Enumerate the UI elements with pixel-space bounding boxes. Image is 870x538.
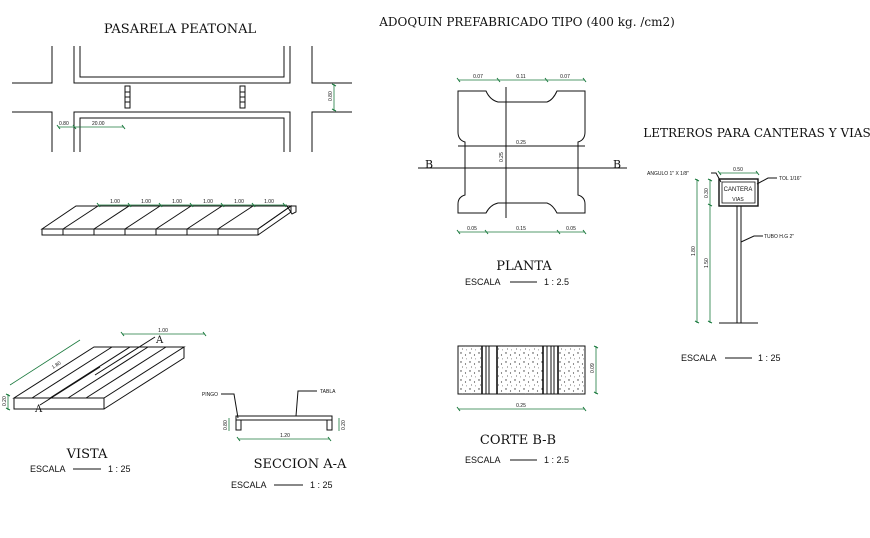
dim-corte-width: 0.25 <box>516 403 526 409</box>
seccion-drawing <box>221 390 340 442</box>
dim-plan-a: 0.80 <box>59 121 69 127</box>
svg-text:ESCALA: ESCALA <box>465 455 501 465</box>
title-vista: VISTA <box>66 447 108 462</box>
dim-pole-height: 1.50 <box>704 258 710 268</box>
title-planta: PLANTA <box>496 259 552 274</box>
planta-drawing <box>418 77 627 235</box>
dim-plan-v: 0.80 <box>328 91 334 101</box>
dim-seccion-right: 0.20 <box>341 420 347 430</box>
dim-plan-b: 20.00 <box>92 121 105 127</box>
seg-6: 1.00 <box>264 199 274 205</box>
svg-text:ESCALA: ESCALA <box>681 353 717 363</box>
dim-total-height: 1.80 <box>691 246 697 256</box>
seg-1: 1.00 <box>110 199 120 205</box>
dim-vista-width: 1.00 <box>158 328 168 334</box>
title-letreros: LETREROS PARA CANTERAS Y VIAS <box>643 126 870 140</box>
svg-text:1 : 2.5: 1 : 2.5 <box>544 455 569 465</box>
dim-sign-height: 0.30 <box>704 188 710 198</box>
dim-planta-bottom-1: 0.05 <box>467 226 477 232</box>
svg-text:1 : 2.5: 1 : 2.5 <box>544 277 569 287</box>
cut-mark-b-right: B <box>613 158 621 171</box>
sign-text-bottom: VIAS <box>732 197 744 203</box>
dim-planta-top-1: 0.07 <box>473 74 483 80</box>
label-tubo: TUBO H.G 2" <box>764 234 794 240</box>
svg-text:1 : 25: 1 : 25 <box>108 464 131 474</box>
dim-planta-bottom-3: 0.05 <box>566 226 576 232</box>
dim-planta-horizontal: 0.25 <box>516 140 526 146</box>
cut-mark-b-left: B <box>425 158 433 171</box>
svg-text:ESCALA: ESCALA <box>30 464 66 474</box>
title-pasarela: PASARELA PEATONAL <box>104 22 257 37</box>
corte-drawing <box>456 345 599 412</box>
letrero-drawing <box>694 170 777 324</box>
vista-drawing <box>5 331 207 411</box>
dim-planta-vertical: 0.25 <box>499 152 505 162</box>
dim-seccion-width: 1.20 <box>280 433 290 439</box>
dim-vista-length: 1.80 <box>51 360 63 370</box>
scale-letreros: ESCALA 1 : 25 <box>681 353 781 363</box>
svg-text:1 : 25: 1 : 25 <box>758 353 781 363</box>
scale-planta: ESCALA 1 : 2.5 <box>465 277 569 287</box>
label-tol: TOL 1/16" <box>779 176 802 182</box>
section-mark-a-bottom: A <box>34 404 43 415</box>
title-corte: CORTE B-B <box>480 433 556 448</box>
dim-planta-top-2: 0.11 <box>516 74 526 80</box>
label-angulo: ANGULO 1" X 1/8" <box>647 171 689 177</box>
seg-5: 1.00 <box>234 199 244 205</box>
svg-text:1 : 25: 1 : 25 <box>310 480 333 490</box>
dim-corte-height: 0.09 <box>590 363 596 373</box>
label-tabla: TABLA <box>320 389 336 395</box>
label-pingo: PINGO <box>202 392 218 398</box>
scale-corte: ESCALA 1 : 2.5 <box>465 455 569 465</box>
scale-vista: ESCALA 1 : 25 <box>30 464 131 474</box>
pasarela-elevation <box>40 202 297 236</box>
sign-text-top: CANTERA <box>724 187 753 193</box>
dim-planta-bottom-2: 0.15 <box>516 226 526 232</box>
section-mark-a-top: A <box>155 335 164 346</box>
scale-seccion: ESCALA 1 : 25 <box>231 480 333 490</box>
pasarela-plan <box>12 46 352 152</box>
dim-vista-height: 0.20 <box>2 396 8 406</box>
title-seccion: SECCION A-A <box>254 457 347 472</box>
seg-2: 1.00 <box>141 199 151 205</box>
svg-text:ESCALA: ESCALA <box>231 480 267 490</box>
title-adoquin: ADOQUIN PREFABRICADO TIPO (400 kg. /cm2) <box>378 15 675 29</box>
seg-4: 1.00 <box>203 199 213 205</box>
dim-planta-top-3: 0.07 <box>560 74 570 80</box>
svg-text:ESCALA: ESCALA <box>465 277 501 287</box>
dim-sign-width: 0.50 <box>733 167 743 173</box>
dim-seccion-left: 0.80 <box>223 420 229 430</box>
seg-3: 1.00 <box>172 199 182 205</box>
